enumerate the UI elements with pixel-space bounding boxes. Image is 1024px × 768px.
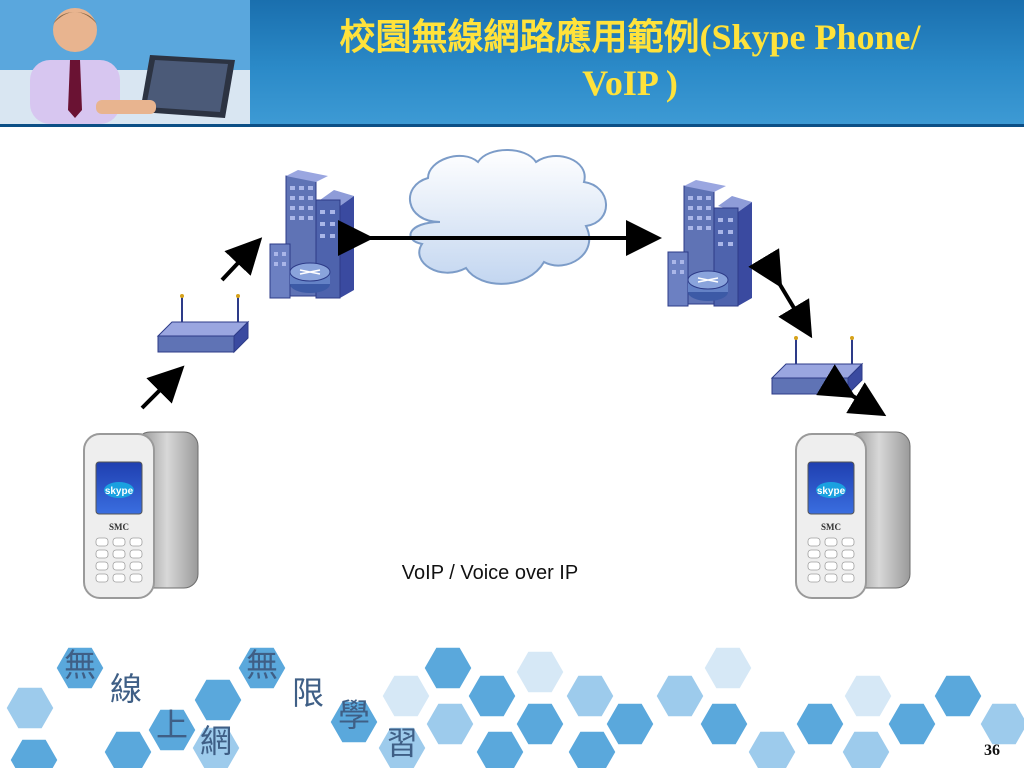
hexagon-tile [3,684,57,732]
left-skype-phone-icon: skype SMC [83,431,199,599]
right-uplink-arrow [748,248,813,339]
presenter-photo [0,0,250,124]
hexagon-tile [885,700,939,748]
header-bar: 校園無線網路應用範例(Skype Phone/ VoIP ) [0,0,1024,124]
hexagon-tile [53,644,107,692]
slide-number: 36 [984,742,1000,759]
hexagon-tile [465,672,519,720]
hexagon-tile [473,728,527,768]
hexagon-tile [701,644,755,692]
hexagon-tile [793,700,847,748]
hexagon-tile [563,672,617,720]
hexagon-tile [421,644,475,692]
banner-char-8: 習 [386,724,418,762]
hexagon-banner: 無 線 上 網 無 限 學 習 [3,644,1024,768]
hexagon-tile [423,700,477,748]
hexagon-tile [191,676,245,724]
hexagon-pattern [3,644,1024,768]
right-phone-logo: skype [817,486,846,497]
hexagon-tile [839,728,893,768]
left-phone-brand: SMC [109,522,129,532]
hexagon-tile [653,672,707,720]
hexagon-tile [697,700,751,748]
hexagon-tile [375,724,429,768]
hexagon-tile [189,724,243,768]
voip-network-diagram: skype SMC skype SMC [83,149,911,599]
hexagon-tile [145,706,199,754]
hexagon-tile [977,700,1024,748]
header-divider [0,124,1024,127]
hexagon-tile [99,672,153,720]
hexagon-tile [513,700,567,748]
banner-char-6: 限 [292,674,324,712]
banner-char-2: 線 [110,670,142,708]
title-line-1: 校園無線網路應用範例(Skype Phone/ [339,17,921,57]
banner-char-1: 無 [64,646,96,684]
hexagon-tile [7,736,61,768]
right-access-point-icon [770,336,864,396]
left-building-icon [269,170,354,299]
banner-char-7: 學 [338,696,370,734]
hexagon-tile [513,648,567,696]
left-phone-arrow [140,365,185,410]
hexagon-tile [327,698,381,746]
right-building-icon [667,180,752,307]
right-skype-phone-icon: skype SMC [795,431,911,599]
diagram-caption: VoIP / Voice over IP [401,562,579,584]
left-uplink-arrow [220,237,263,282]
right-phone-brand: SMC [821,522,841,532]
hexagon-tile [565,728,619,768]
hexagon-tile [235,644,289,692]
banner-char-5: 無 [246,646,278,684]
left-access-point-icon [156,294,250,354]
banner-char-4: 網 [200,722,232,760]
left-phone-logo: skype [105,486,134,497]
internet-cloud-icon [408,149,607,285]
banner-char-3: 上 [156,706,188,744]
right-phone-arrow [816,364,887,417]
title-line-2: VoIP ) [582,63,678,103]
hexagon-tile [841,672,895,720]
hexagon-tile [603,700,657,748]
hexagon-tile [745,728,799,768]
slide-title: 校園無線網路應用範例(Skype Phone/ VoIP ) [250,14,1010,106]
hexagon-tile [931,672,985,720]
hexagon-tile [281,674,335,722]
hexagon-tile [379,672,433,720]
hexagon-tile [101,728,155,768]
